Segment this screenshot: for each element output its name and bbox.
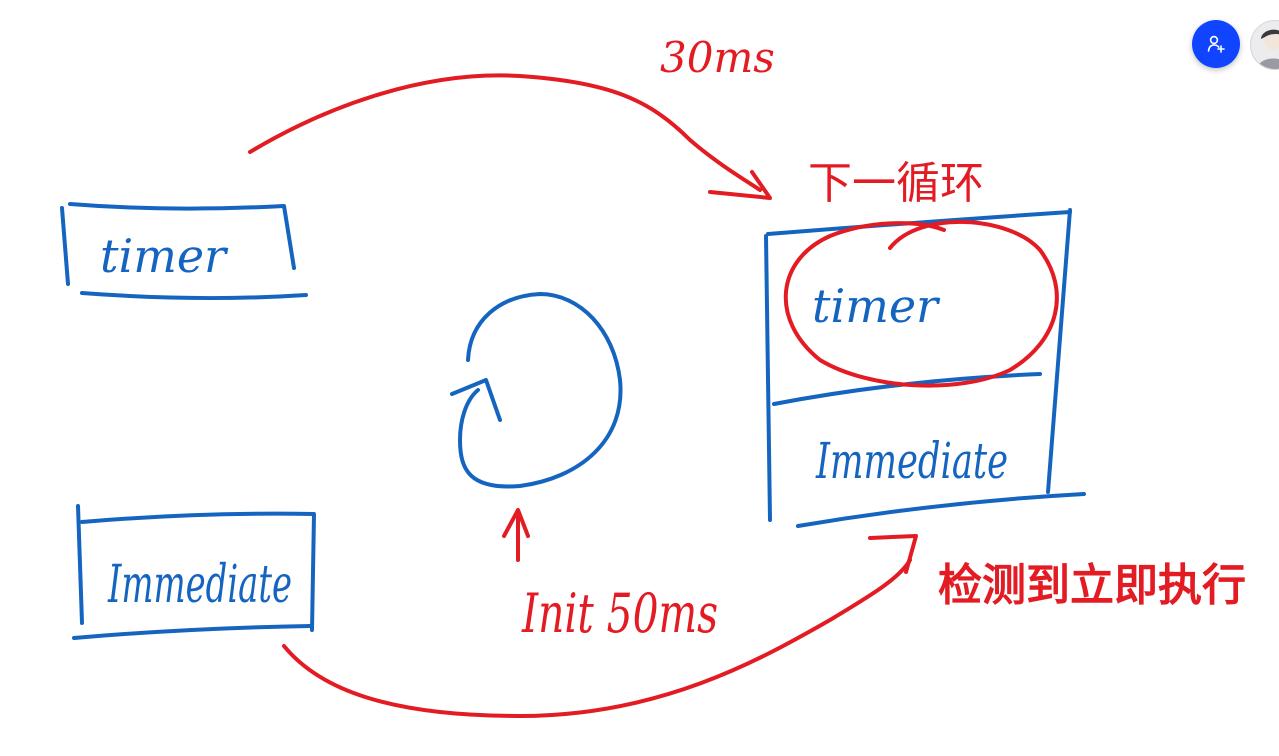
detect-label: 检测到立即执行 [938,560,1246,611]
right-immediate-label: Immediate [815,432,1008,490]
add-user-icon [1207,35,1225,53]
left-immediate-box [72,504,316,640]
add-user-button[interactable] [1192,20,1240,68]
timer-delay-arrow [248,73,772,200]
immediate-detect-arrow [282,534,918,718]
timer-highlight-circle [783,220,1059,388]
next-loop-label: 下一循环 [808,158,984,209]
right-queue-box [764,208,1086,528]
init-arrow [502,508,530,562]
delay-label: 30ms [660,33,775,82]
left-immediate-label: Immediate [107,555,292,615]
left-timer-label: timer [100,229,229,283]
right-timer-label: timer [812,279,941,333]
init-label: Init 50ms [521,582,718,645]
left-timer-box [60,202,308,301]
event-loop-circle [450,292,623,489]
